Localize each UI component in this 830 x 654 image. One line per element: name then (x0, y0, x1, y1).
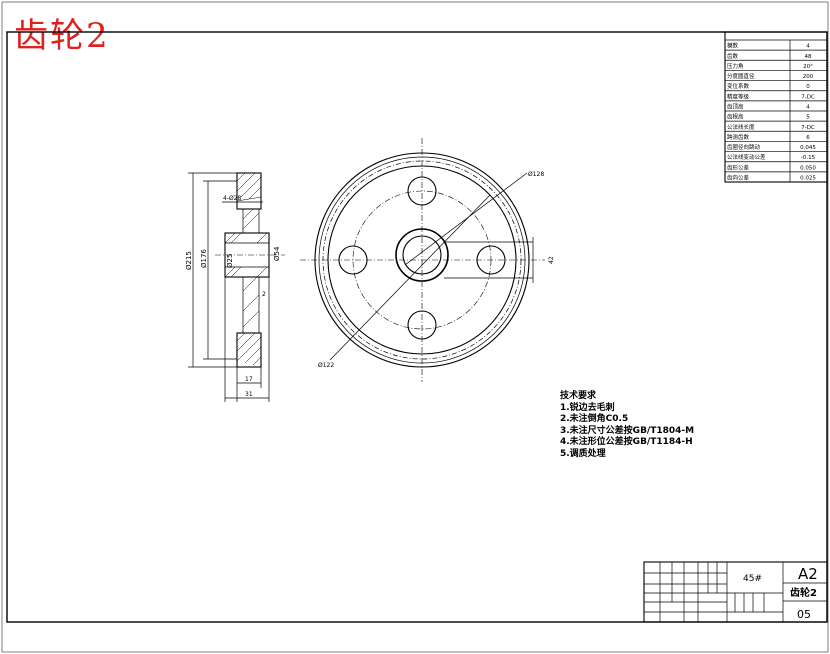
dim-bore-diameter: Ø25 (226, 254, 234, 268)
table-param-name: 公法线长度 (727, 123, 755, 131)
title-part-name: 齿轮2 (790, 586, 817, 599)
table-param-name: 模数 (727, 42, 739, 50)
table-param-name: 公法线变动公差 (727, 153, 766, 161)
table-param-value: 7-DC (801, 94, 815, 100)
dim-ref-big: Ø122 (318, 362, 334, 369)
title-drawing-no: 05 (797, 608, 811, 621)
table-param-value: 0.025 (800, 176, 816, 182)
dim-chamfer: 2 (262, 291, 266, 298)
dim-hub-diameter: Ø54 (273, 246, 281, 261)
table-param-name: 变位系数 (727, 82, 750, 90)
tech-req-item: 3.未注尺寸公差按GB/T1804-M (560, 425, 695, 436)
table-param-value: 0.050 (800, 165, 816, 171)
dim-root-diameter: Ø176 (200, 249, 208, 268)
tech-req-item: 2.未注倒角C0.5 (560, 414, 629, 424)
dim-bolt-holes: 4-Ø28 (223, 195, 242, 202)
table-param-name: 齿向公差 (727, 174, 750, 182)
dim-total-width: 31 (245, 391, 253, 398)
tech-req-item: 5.调质处理 (560, 448, 606, 459)
dim-hub-width: 17 (245, 376, 253, 383)
table-param-value: 0.045 (800, 145, 816, 151)
title-sheet-size: A2 (798, 565, 818, 583)
section-view (188, 172, 285, 402)
drawing-stamp-title: 齿轮2 (14, 16, 110, 56)
table-param-name: 分度圆直径 (727, 72, 755, 80)
title-material: 45# (743, 574, 762, 584)
dim-keyway: 42 (548, 256, 555, 264)
table-param-value: 5 (806, 115, 810, 121)
table-param-value: 6 (806, 135, 810, 141)
table-param-name: 压力角 (727, 62, 744, 70)
table-param-name: 齿根高 (727, 113, 744, 121)
dim-ref-small: Ø128 (528, 171, 544, 178)
drawing-frame (6, 31, 828, 623)
tech-req-heading: 技术要求 (560, 391, 597, 401)
dim-outer-diameter: Ø215 (185, 251, 193, 270)
table-param-name: 跨测齿数 (727, 133, 750, 141)
table-param-value: 4 (806, 105, 810, 111)
tech-req-item: 4.未注形位公差按GB/T1184-H (560, 437, 693, 447)
title-block (643, 561, 828, 623)
table-param-name: 齿顶高 (727, 103, 744, 111)
table-param-name: 齿数 (727, 52, 739, 60)
table-param-name: 精度等级 (727, 92, 750, 100)
table-param-value: 7-DC (801, 125, 815, 131)
table-param-value: 4 (806, 44, 810, 50)
table-param-value: 0 (806, 84, 810, 90)
table-param-name: 齿形公差 (727, 163, 750, 171)
tech-req-item: 1.锐边去毛刺 (560, 402, 615, 413)
table-param-value: 48 (805, 54, 812, 60)
technical-requirements: 技术要求 1.锐边去毛刺 2.未注倒角C0.5 3.未注尺寸公差按GB/T180… (560, 391, 694, 460)
front-view (300, 138, 545, 382)
table-param-name: 齿圈径向跳动 (727, 143, 761, 151)
table-param-value: -0.15 (801, 155, 816, 161)
table-param-value: 200 (803, 74, 814, 80)
table-param-value: 20° (803, 64, 813, 70)
